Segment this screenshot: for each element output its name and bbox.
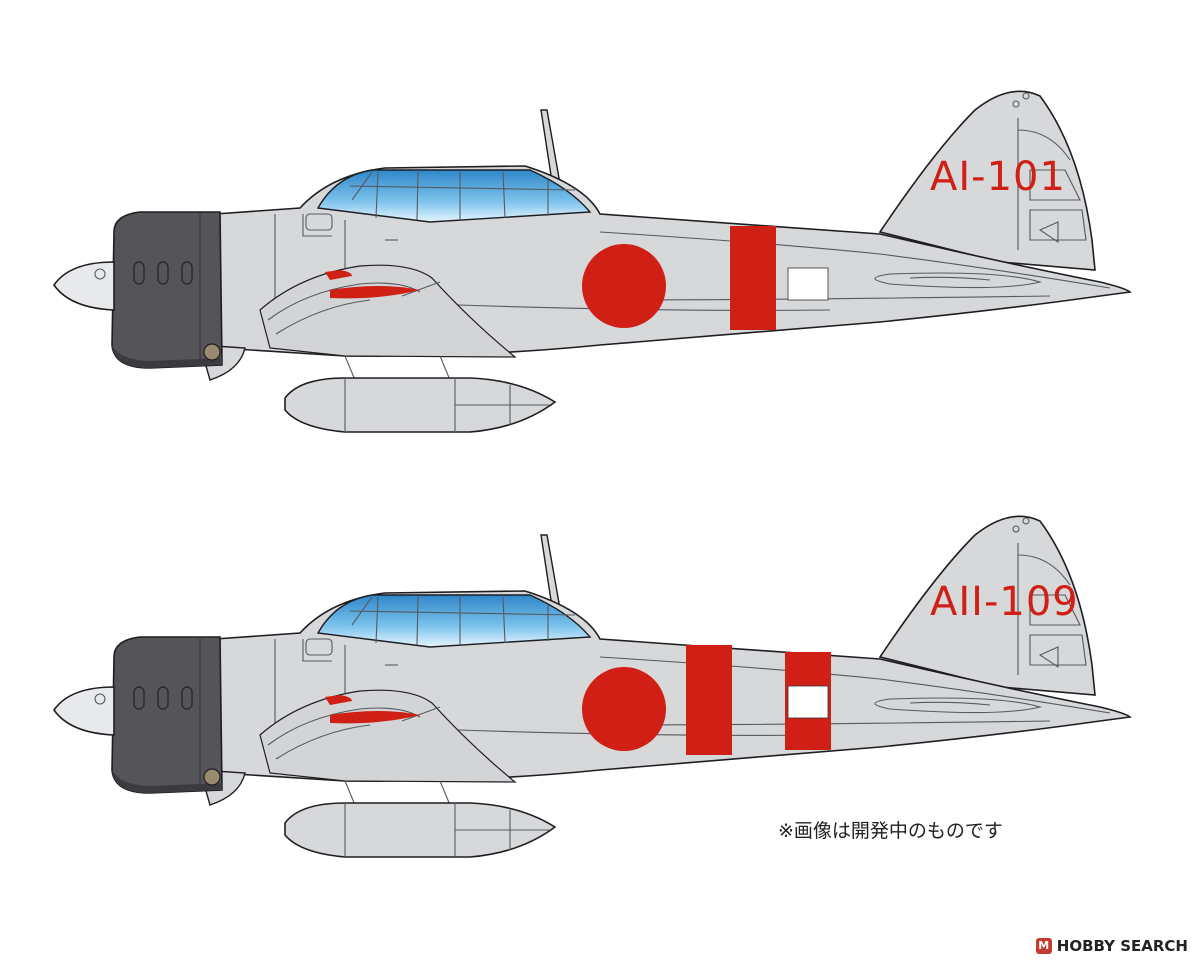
- development-notice: ※画像は開発中のものです: [778, 820, 1003, 842]
- watermark: M HOBBY SEARCH: [1035, 937, 1188, 955]
- tail-code-1: AI-101: [930, 154, 1066, 200]
- fuselage-band-2a: [686, 645, 732, 755]
- aircraft-profile-2: AII-109: [53, 515, 1131, 858]
- aircraft-profile-1: AI-101: [53, 90, 1131, 433]
- tail-code-2: AII-109: [930, 579, 1079, 625]
- data-plate-2: [787, 685, 829, 719]
- watermark-text: HOBBY SEARCH: [1056, 937, 1188, 955]
- fuselage-band-1: [730, 226, 776, 330]
- data-plate-1: [787, 267, 829, 301]
- brand-logo-icon: M: [1035, 938, 1052, 954]
- hinomaru-roundel-1: [582, 244, 666, 328]
- hinomaru-roundel-2: [582, 667, 666, 751]
